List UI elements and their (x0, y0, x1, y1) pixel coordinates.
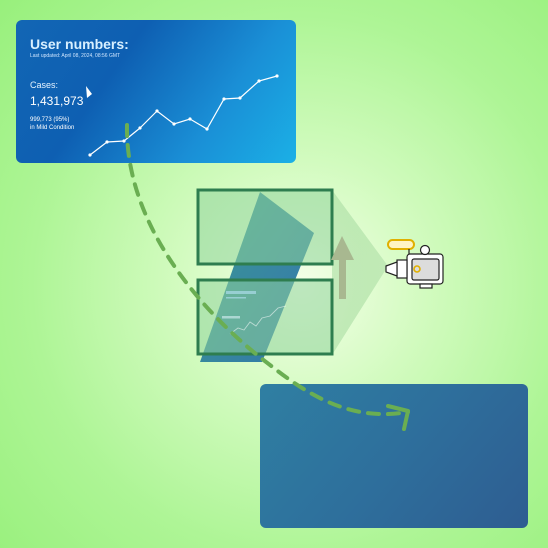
cases-value: 1,431,973 (30, 94, 84, 108)
mild-condition-label: in Mild Condition (30, 125, 75, 131)
user-numbers-card: User numbers: Last updated: April 08, 20… (16, 20, 296, 163)
up-arrow-icon (331, 236, 354, 299)
card-title: User numbers: (30, 36, 129, 52)
trend-indicator-icon (86, 86, 92, 98)
card-preview-thumbnail (222, 291, 287, 335)
mild-condition-value: 999,773 (95%) (30, 117, 70, 123)
curved-dashed-arrow-icon (124, 123, 410, 431)
camera-beam (332, 190, 388, 355)
trend-sparkline (86, 74, 279, 157)
cases-label: Cases: (30, 80, 59, 90)
upper-frame (196, 188, 334, 266)
card-last-updated: Last updated: April 08, 2024, 08:56 GMT (30, 53, 121, 59)
video-camera-icon (385, 239, 444, 289)
